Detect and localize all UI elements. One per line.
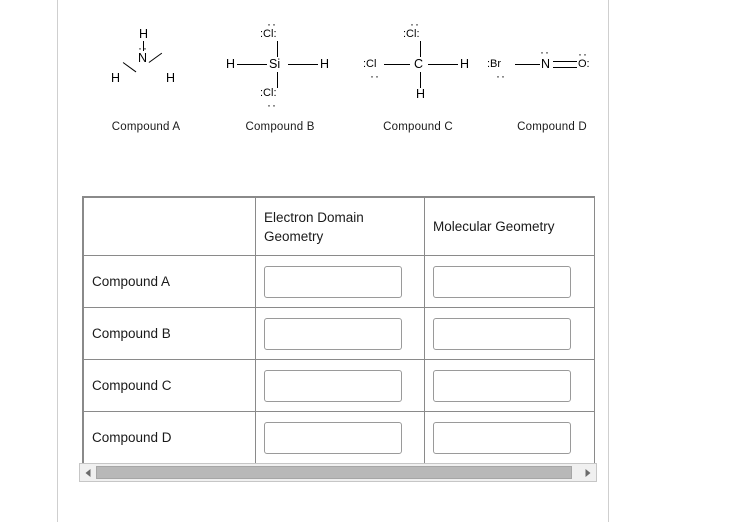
cell-mg-compound-b (424, 307, 595, 360)
atom-label-oxygen: O: (578, 58, 590, 70)
input-edg-compound-c[interactable] (264, 369, 402, 402)
input-edg-compound-d[interactable] (264, 421, 402, 454)
table-header-electron-domain-geometry: Electron Domain Geometry (255, 197, 425, 256)
atom-label-hydrogen-left: H (226, 57, 236, 71)
lone-pair-dots: ·· (496, 69, 506, 83)
geometry-table: Electron Domain Geometry Molecular Geome… (83, 197, 595, 464)
atom-label-hydrogen-bottom: H (416, 87, 426, 101)
table-row: Compound D (83, 411, 595, 464)
bond-line (288, 64, 318, 66)
bond-line (276, 72, 278, 88)
lone-pair-dots: ·· (410, 17, 420, 31)
double-bond-line (553, 61, 577, 63)
geometry-table-wrapper: Electron Domain Geometry Molecular Geome… (82, 196, 595, 465)
scrollbar-track[interactable] (96, 464, 580, 481)
table-corner-cell (83, 197, 256, 256)
bond-line (237, 64, 267, 66)
atom-label-nitrogen: N (541, 57, 551, 71)
lewis-structure-compound-a: ·· N H H H Compound A (76, 0, 216, 150)
lewis-structure-compound-c: ·· :Cl: :Cl ·· C H H Compound C (348, 0, 488, 150)
double-bond-line (553, 67, 577, 69)
cell-edg-compound-b (255, 307, 425, 360)
input-edg-compound-a[interactable] (264, 265, 402, 298)
input-mg-compound-c[interactable] (433, 369, 571, 402)
lone-pair-dots: ·· (267, 17, 277, 31)
lewis-structures-row: ·· N H H H Compound A ·· :Cl: Si H (58, 0, 609, 155)
atom-label-hydrogen-left: H (111, 71, 121, 85)
atom-label-chlorine-bottom: :Cl: (260, 87, 277, 99)
structure-caption-b: Compound B (245, 121, 315, 133)
input-mg-compound-d[interactable] (433, 421, 571, 454)
bond-line (428, 64, 458, 66)
bond-line (515, 64, 540, 66)
structure-caption-a: Compound A (111, 121, 181, 133)
scroll-right-arrow-icon[interactable] (580, 464, 596, 481)
lone-pair-dots: ·· (267, 98, 277, 112)
bond-line (122, 62, 137, 73)
cell-edg-compound-c (255, 359, 425, 412)
row-label-compound-a: Compound A (83, 255, 256, 308)
cell-mg-compound-c (424, 359, 595, 412)
lewis-structure-compound-d: :Br ·· ·· N O: ·· Compound D (482, 0, 622, 150)
table-header-row: Electron Domain Geometry Molecular Geome… (83, 197, 595, 256)
atom-label-nitrogen: N (138, 51, 148, 65)
atom-label-chlorine-top: :Cl: (403, 28, 420, 40)
table-row: Compound C (83, 359, 595, 412)
atom-label-hydrogen-right: H (460, 57, 470, 71)
table-row: Compound B (83, 307, 595, 360)
lone-pair-dots: ·· (370, 69, 380, 83)
input-edg-compound-b[interactable] (264, 317, 402, 350)
structure-caption-d: Compound D (517, 121, 587, 133)
cell-mg-compound-d (424, 411, 595, 464)
atom-label-chlorine-top: :Cl: (260, 28, 277, 40)
row-label-compound-c: Compound C (83, 359, 256, 412)
bond-line (419, 41, 421, 57)
bond-line (148, 52, 163, 64)
cell-edg-compound-a (255, 255, 425, 308)
table-row: Compound A (83, 255, 595, 308)
structure-canvas-b: ·· :Cl: Si H H :Cl: ·· (210, 0, 350, 112)
atom-label-hydrogen-top: H (139, 27, 149, 41)
atom-label-silicon: Si (269, 57, 281, 71)
structure-canvas-a: ·· N H H H (76, 0, 216, 110)
lone-pair-dots: ·· (540, 45, 550, 59)
header-label-electron-domain-geometry: Electron Domain Geometry (264, 209, 364, 244)
cell-mg-compound-a (424, 255, 595, 308)
input-mg-compound-a[interactable] (433, 265, 571, 298)
header-label-molecular-geometry: Molecular Geometry (433, 219, 555, 234)
atom-label-chlorine-left: :Cl (363, 58, 377, 70)
bond-line (142, 41, 144, 51)
input-mg-compound-b[interactable] (433, 317, 571, 350)
structure-canvas-d: :Br ·· ·· N O: ·· (482, 0, 622, 110)
bond-line (384, 64, 410, 66)
horizontal-scrollbar[interactable] (79, 463, 597, 482)
cell-edg-compound-d (255, 411, 425, 464)
bond-line (276, 41, 278, 57)
atom-label-carbon: C (414, 57, 424, 71)
row-label-compound-d: Compound D (83, 411, 256, 464)
scroll-left-arrow-icon[interactable] (80, 464, 96, 481)
structure-caption-c: Compound C (383, 121, 453, 133)
bond-line (419, 72, 421, 88)
lewis-structure-compound-b: ·· :Cl: Si H H :Cl: ·· Compound B (210, 0, 350, 150)
page-frame (57, 0, 609, 522)
scrollbar-thumb[interactable] (96, 466, 572, 479)
atom-label-hydrogen-right: H (320, 57, 330, 71)
atom-label-bromine: :Br (487, 58, 502, 70)
atom-label-hydrogen-right: H (166, 71, 176, 85)
table-header-molecular-geometry: Molecular Geometry (424, 197, 595, 256)
lone-pair-dots: ·· (578, 47, 588, 61)
row-label-compound-b: Compound B (83, 307, 256, 360)
structure-canvas-c: ·· :Cl: :Cl ·· C H H (348, 0, 488, 110)
